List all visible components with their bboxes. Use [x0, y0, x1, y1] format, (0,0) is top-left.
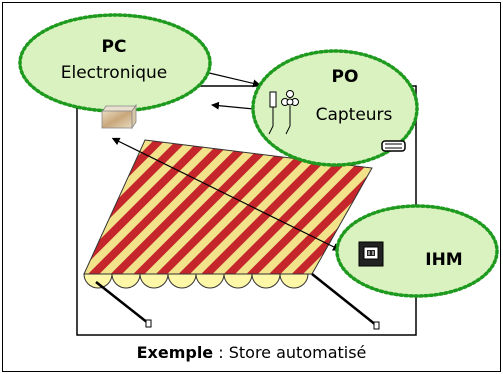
awning-valance: [83, 273, 312, 289]
po-bubble-title: PO: [332, 67, 359, 87]
caption-bold: Exemple: [136, 343, 214, 362]
ihm-bubble: [335, 204, 499, 298]
motor-icon: [381, 140, 406, 152]
left-arm-foot: [145, 319, 152, 328]
link-pc-to-po: [204, 71, 261, 88]
link-pc-ihm: [111, 137, 341, 251]
po-bubble: [251, 49, 419, 167]
pc-bubble-title: PC: [102, 37, 127, 57]
sensor-icon: [268, 90, 299, 135]
electronics-box-icon: [101, 103, 137, 130]
ihm-bubble-text: IHM: [425, 250, 462, 270]
diagram-caption: Exemple : Store automatisé: [0, 343, 503, 362]
right-arm-foot: [373, 321, 380, 330]
po-bubble-text: Capteurs: [316, 105, 393, 125]
right-support-arm: [311, 273, 377, 326]
left-support-arm: [95, 281, 149, 324]
caption-rest: : Store automatisé: [213, 343, 367, 362]
pc-bubble-text: Electronique: [61, 63, 167, 83]
control-panel-icon: [358, 241, 384, 267]
